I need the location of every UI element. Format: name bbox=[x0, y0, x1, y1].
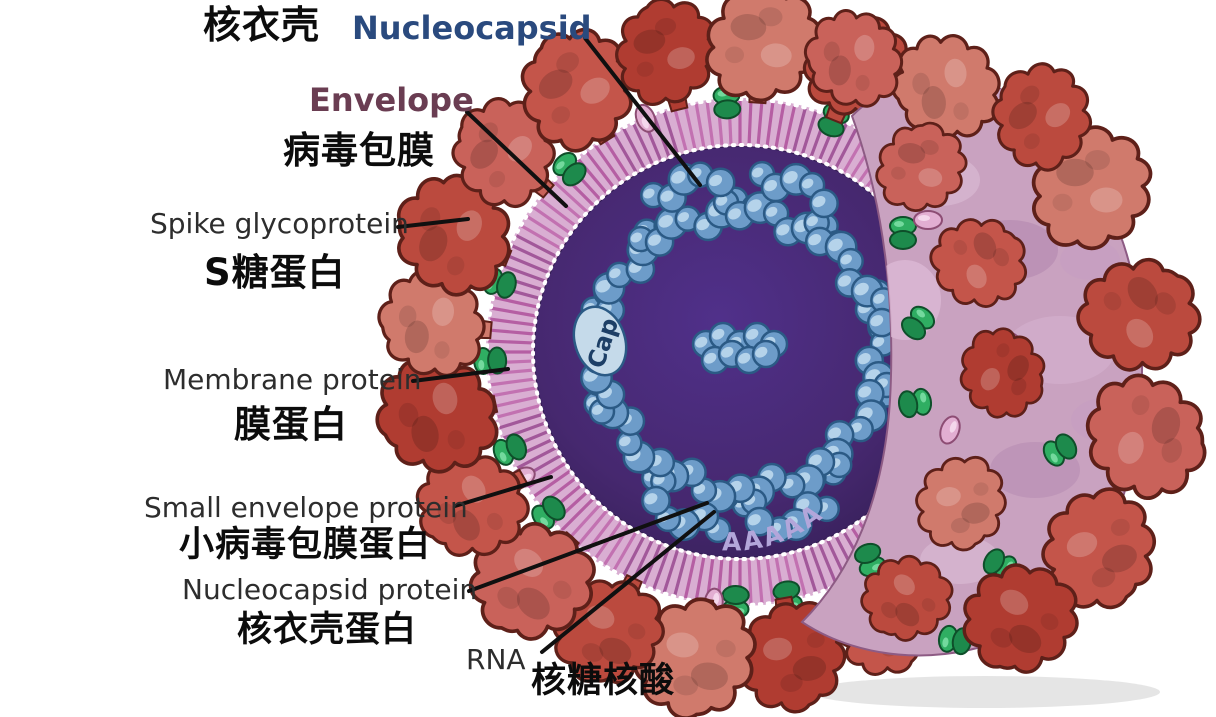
membrane-stripe bbox=[488, 328, 533, 336]
membrane-stripe bbox=[652, 546, 671, 590]
label-envelope-zh: 病毒包膜 bbox=[283, 129, 435, 172]
label-membrane-protein-en: Membrane protein bbox=[163, 363, 422, 396]
membrane-stripe bbox=[683, 554, 697, 599]
membrane-stripe bbox=[622, 535, 646, 577]
membrane-stripe bbox=[612, 132, 638, 173]
membrane-protein-green bbox=[895, 386, 935, 420]
membrane-stripe bbox=[632, 122, 654, 165]
cap-badge: Cap bbox=[572, 305, 628, 377]
membrane-stripe bbox=[756, 100, 764, 145]
membrane-stripe bbox=[809, 546, 828, 590]
label-nucleocapsid-zh: 核衣壳 bbox=[203, 3, 321, 47]
membrane-stripe bbox=[488, 339, 533, 345]
membrane-stripe bbox=[576, 510, 608, 547]
membrane-stripe bbox=[491, 306, 536, 318]
membrane-protein-green bbox=[889, 216, 917, 250]
membrane-stripe bbox=[801, 111, 818, 155]
membrane-stripe bbox=[792, 108, 807, 152]
membrane-stripe bbox=[622, 127, 646, 169]
membrane-stripe bbox=[603, 138, 630, 178]
leader-lines bbox=[396, 36, 716, 654]
membrane-stripe bbox=[526, 215, 566, 242]
membrane-stripe bbox=[694, 556, 706, 601]
membrane-stripe bbox=[662, 111, 679, 155]
membrane-stripe bbox=[774, 103, 786, 148]
label-nucleocapsid-protein-en: Nucleocapsid protein bbox=[182, 573, 478, 606]
membrane-stripe bbox=[568, 504, 601, 539]
membrane-stripe bbox=[493, 295, 538, 309]
membrane-stripe bbox=[510, 244, 553, 266]
label-nucleocapsid-protein-zh: 核衣壳蛋白 bbox=[237, 610, 418, 650]
membrane-stripe bbox=[818, 543, 838, 586]
membrane-stripe bbox=[673, 108, 688, 152]
leader-line-nucleocapsid bbox=[583, 36, 702, 187]
leader-line-spike bbox=[396, 217, 470, 229]
label-rna-zh: 核糖核酸 bbox=[531, 661, 676, 701]
membrane-stripe bbox=[683, 105, 697, 150]
membrane-stripe bbox=[532, 206, 571, 235]
label-rna-en: RNA bbox=[466, 643, 526, 676]
nucleocapsid-beads bbox=[580, 160, 900, 544]
membrane-stripe bbox=[801, 549, 818, 593]
membrane-stripe bbox=[539, 197, 576, 227]
membrane-stripe bbox=[783, 105, 797, 150]
label-membrane-protein-zh: 膜蛋白 bbox=[234, 403, 348, 446]
leader-line-membrane-protein bbox=[411, 367, 510, 383]
membrane-stripe bbox=[585, 151, 615, 188]
leader-line-small-envelope bbox=[453, 475, 553, 508]
membrane-stripe bbox=[515, 234, 557, 258]
membrane-stripe bbox=[747, 100, 753, 145]
ground-shadow bbox=[810, 676, 1160, 708]
membrane-stripe bbox=[506, 254, 549, 274]
membrane-stripe bbox=[553, 180, 588, 213]
membrane-stripe bbox=[662, 549, 679, 593]
label-small-envelope-en: Small envelope protein bbox=[144, 491, 468, 524]
membrane-stripe bbox=[499, 413, 543, 430]
membrane-stripe bbox=[496, 404, 540, 419]
label-nucleocapsid-en: Nucleocapsid bbox=[352, 9, 592, 47]
label-small-envelope-zh: 小病毒包膜蛋白 bbox=[179, 525, 432, 565]
membrane-stripe bbox=[502, 264, 546, 283]
membrane-stripe bbox=[673, 552, 688, 596]
label-envelope-en: Envelope bbox=[309, 81, 474, 119]
membrane-stripe bbox=[489, 377, 534, 387]
membrane-stripe bbox=[520, 224, 561, 250]
leader-line-nucleocapsid-protein bbox=[467, 501, 709, 593]
membrane-stripe bbox=[765, 558, 775, 603]
membrane-stripe bbox=[834, 127, 858, 169]
membrane-stripe bbox=[765, 101, 775, 146]
membrane-stripe bbox=[532, 469, 571, 498]
membrane-stripe bbox=[694, 103, 706, 148]
membrane-stripe bbox=[493, 395, 538, 409]
membrane-stripe bbox=[747, 559, 753, 604]
label-spike-en: Spike glycoprotein bbox=[150, 207, 409, 240]
membrane-stripe bbox=[612, 531, 638, 572]
membrane-stripe bbox=[594, 144, 623, 183]
membrane-stripe bbox=[792, 552, 807, 596]
leader-line-rna bbox=[540, 510, 716, 654]
membrane-stripe bbox=[756, 559, 764, 604]
leader-line-envelope bbox=[465, 110, 568, 208]
membrane-stripe bbox=[515, 446, 557, 470]
membrane-stripe bbox=[491, 386, 536, 398]
small-envelope-protein-oval bbox=[913, 210, 943, 230]
surface-mottle bbox=[1060, 240, 1120, 280]
membrane-stripe bbox=[705, 101, 715, 146]
membrane-stripe bbox=[560, 497, 595, 532]
label-spike-zh: S糖蛋白 bbox=[204, 251, 346, 294]
membrane-stripe bbox=[489, 317, 534, 327]
